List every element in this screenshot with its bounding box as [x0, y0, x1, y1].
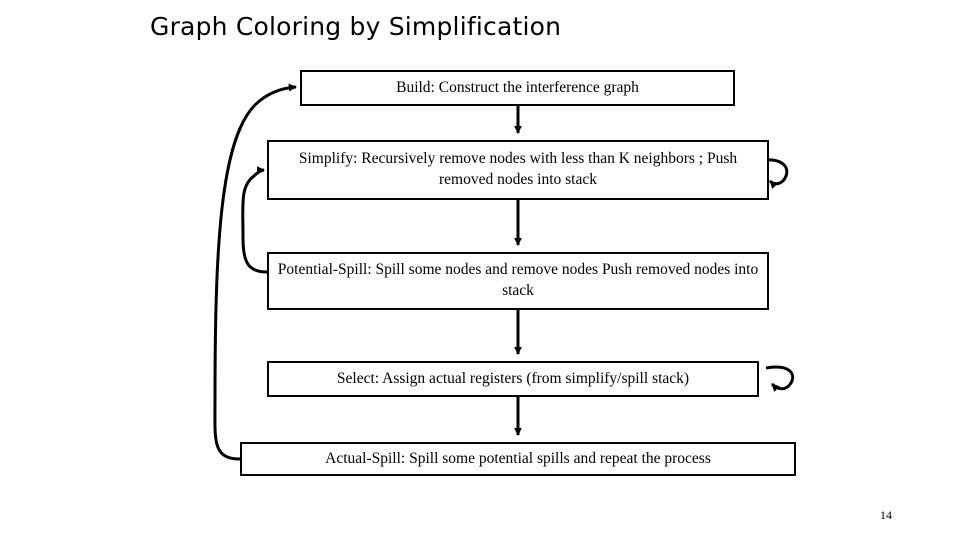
arrow-select-self-loop — [765, 365, 795, 392]
flow-box-build[interactable]: Build: Construct the interference graph — [300, 70, 735, 106]
flow-box-simplify-label: Simplify: Recursively remove nodes with … — [298, 150, 738, 188]
page-title: Graph Coloring by Simplification — [150, 12, 562, 41]
arrow-potential-to-simplify-feedback — [241, 166, 268, 274]
flow-box-select-label: Select: Assign actual registers (from si… — [336, 369, 690, 387]
flow-box-potential-spill[interactable]: Potential-Spill: Spill some nodes and re… — [267, 252, 769, 310]
flow-box-select[interactable]: Select: Assign actual registers (from si… — [267, 361, 759, 397]
flow-box-build-label: Build: Construct the interference graph — [396, 78, 639, 96]
flow-box-actual-spill-label: Actual-Spill: Spill some potential spill… — [325, 449, 711, 467]
flow-box-simplify[interactable]: Simplify: Recursively remove nodes with … — [267, 140, 769, 200]
page-number: 14 — [880, 508, 892, 522]
flow-box-potential-spill-label: Potential-Spill: Spill some nodes and re… — [277, 261, 759, 299]
arrow-actual-to-build-feedback — [213, 83, 297, 461]
arrow-simplify-self-loop — [761, 158, 789, 189]
flow-box-actual-spill[interactable]: Actual-Spill: Spill some potential spill… — [240, 442, 796, 476]
